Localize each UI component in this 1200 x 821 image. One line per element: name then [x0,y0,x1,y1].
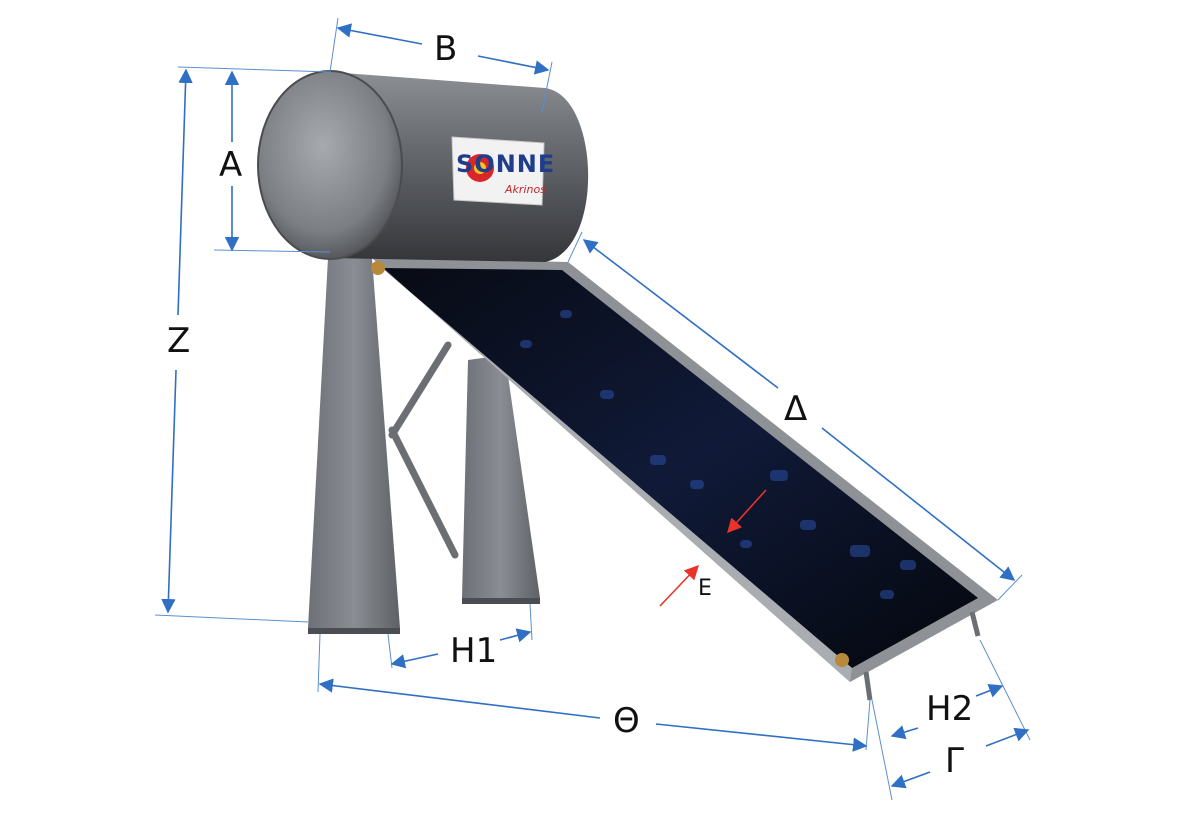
brand-subtitle: Akrinos [505,183,546,196]
rear-stand [462,355,540,604]
water-tank [257,70,589,262]
collector-fitting [835,653,849,667]
label-z: Z [167,321,191,361]
label-gamma: Γ [945,741,964,781]
label-theta: Θ [613,701,640,741]
label-e: E [698,576,712,601]
thickness-arrows [659,489,767,607]
front-stand [308,258,400,634]
collector-fitting-top [371,261,385,275]
cross-brace [388,341,459,559]
solar-collector [371,258,998,682]
collector-feet [863,611,981,701]
dimension-arrows [161,23,1030,789]
label-delta: Δ [784,389,808,429]
label-h2: H2 [926,689,974,729]
brand-plate [451,136,545,206]
brand-name: SONNE [456,150,556,178]
label-b: B [434,29,458,69]
label-h1: H1 [450,631,498,671]
label-a: A [219,145,243,185]
